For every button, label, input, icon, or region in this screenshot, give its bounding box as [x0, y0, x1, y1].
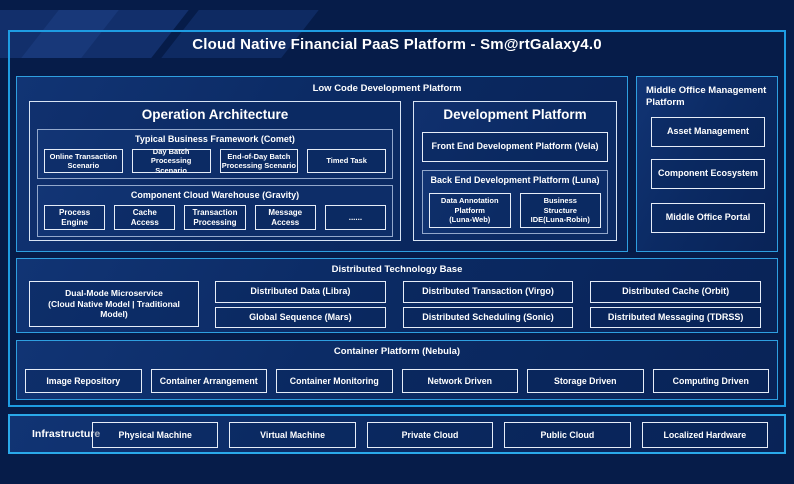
development-platform-box: Development Platform Front End Developme… — [413, 101, 617, 241]
distributed-item: Distributed Data (Libra) — [215, 281, 386, 303]
back-end-items-row: Data Annotation Platform (Luna-Web) Busi… — [429, 193, 601, 228]
gravity-items-row: Process Engine Cache Access Transaction … — [44, 205, 387, 230]
typical-business-framework-box: Typical Business Framework (Comet) Onlin… — [37, 129, 393, 179]
container-items-row: Image Repository Container Arrangement C… — [25, 369, 769, 393]
typical-business-framework-label: Typical Business Framework (Comet) — [135, 134, 295, 144]
middle-office-item: Middle Office Portal — [651, 203, 765, 233]
infrastructure-item: Private Cloud — [366, 422, 494, 448]
container-item: Network Driven — [401, 369, 518, 393]
distributed-row-1: Distributed Data (Libra) Distributed Tra… — [215, 281, 762, 303]
infrastructure-item: Virtual Machine — [229, 422, 356, 448]
comet-item: Timed Task — [307, 149, 386, 173]
middle-office-item: Asset Management — [651, 117, 765, 147]
back-end-development-platform-box: Back End Development Platform (Luna) Dat… — [422, 170, 608, 234]
operation-architecture-box: Operation Architecture Typical Business … — [29, 101, 401, 241]
back-end-item: Data Annotation Platform (Luna-Web) — [429, 193, 511, 228]
container-item: Container Monitoring — [276, 369, 393, 393]
distributed-item: Distributed Cache (Orbit) — [590, 281, 762, 303]
comet-item: Day Batch Processing Scenario — [131, 147, 211, 175]
distributed-item: Distributed Messaging (TDRSS) — [590, 307, 762, 328]
infrastructure-label: Infrastructure — [32, 428, 101, 440]
development-platform-title: Development Platform — [443, 107, 587, 122]
distributed-technology-base-panel: Distributed Technology Base Dual-Mode Mi… — [16, 258, 778, 333]
back-end-item: Business Structure IDE(Luna-Robin) — [519, 193, 601, 228]
distributed-item: Distributed Transaction (Virgo) — [402, 281, 574, 303]
operation-architecture-title: Operation Architecture — [141, 107, 289, 122]
infrastructure-item: Physical Machine — [92, 422, 219, 448]
container-item: Image Repository — [25, 369, 142, 393]
low-code-development-platform-panel: Low Code Development Platform Operation … — [16, 76, 628, 252]
container-platform-panel: Container Platform (Nebula) Image Reposi… — [16, 340, 778, 400]
container-item: Computing Driven — [652, 369, 769, 393]
comet-item: Online Transaction Scenario — [44, 149, 123, 173]
front-end-development-platform-box: Front End Development Platform (Vela) — [422, 132, 608, 162]
dual-mode-microservice-box: Dual-Mode Microservice (Cloud Native Mod… — [29, 281, 199, 327]
back-end-platform-label: Back End Development Platform (Luna) — [430, 175, 600, 185]
container-platform-label: Container Platform (Nebula) — [333, 346, 461, 357]
component-cloud-warehouse-label: Component Cloud Warehouse (Gravity) — [130, 190, 300, 200]
infrastructure-item: Localized Hardware — [641, 422, 769, 448]
page-title: Cloud Native Financial PaaS Platform - S… — [192, 36, 602, 53]
middle-office-item: Component Ecosystem — [651, 159, 765, 189]
middle-office-management-panel: Middle Office Management Platform Asset … — [636, 76, 778, 252]
comet-item: End-of-Day Batch Processing Scenario — [219, 149, 299, 173]
component-cloud-warehouse-box: Component Cloud Warehouse (Gravity) Proc… — [37, 185, 393, 237]
distributed-item: Global Sequence (Mars) — [215, 307, 386, 328]
middle-office-label: Middle Office Management Platform — [646, 85, 767, 108]
gravity-item: ...... — [324, 205, 387, 230]
gravity-item: Process Engine — [44, 205, 106, 230]
distributed-technology-base-label: Distributed Technology Base — [331, 264, 463, 275]
comet-items-row: Online Transaction Scenario Day Batch Pr… — [44, 147, 386, 175]
gravity-item: Cache Access — [114, 205, 176, 230]
container-item: Storage Driven — [527, 369, 644, 393]
distributed-row-2: Global Sequence (Mars) Distributed Sched… — [215, 307, 762, 328]
infrastructure-panel: Infrastructure Physical Machine Virtual … — [8, 414, 786, 454]
main-frame — [8, 30, 786, 407]
container-item: Container Arrangement — [150, 369, 267, 393]
infrastructure-item: Public Cloud — [504, 422, 631, 448]
low-code-platform-label: Low Code Development Platform — [312, 83, 462, 94]
infrastructure-items-row: Physical Machine Virtual Machine Private… — [92, 422, 769, 448]
distributed-item: Distributed Scheduling (Sonic) — [402, 307, 574, 328]
gravity-item: Message Access — [254, 205, 316, 230]
gravity-item: Transaction Processing — [184, 205, 246, 230]
